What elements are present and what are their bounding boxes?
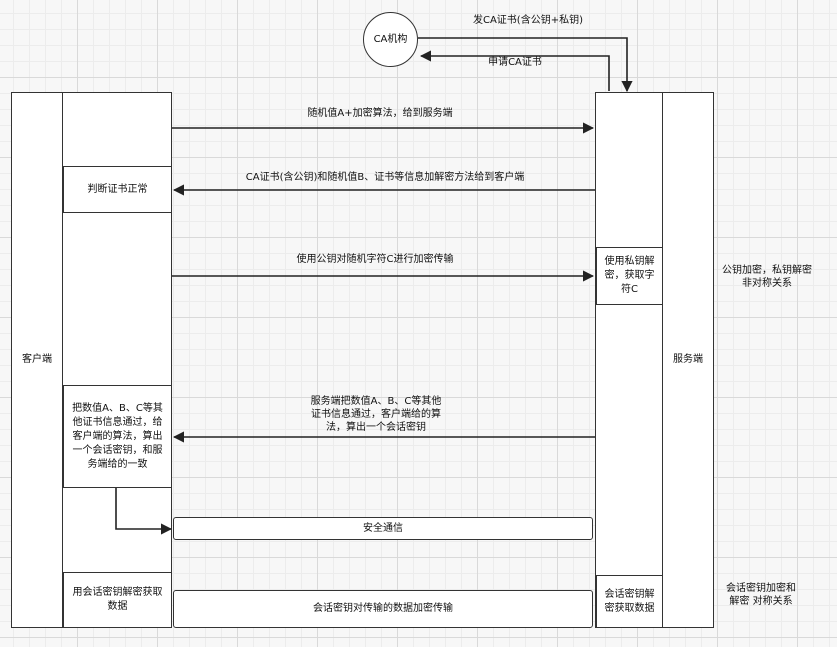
ca-authority-node: CA机构 xyxy=(363,12,418,67)
server-lane xyxy=(662,92,714,628)
client-decrypt-label: 用会话密钥解密获取数据 xyxy=(72,587,163,612)
session-transfer-bar: 会话密钥对传输的数据加密传输 xyxy=(173,590,593,628)
apply-cert-arrow xyxy=(419,50,610,91)
send-c-label: 使用公钥对随机字符C进行加密传输 xyxy=(296,254,454,265)
server-decrypt-private-label: 使用私钥解密，获取字符C xyxy=(604,256,655,295)
session-transfer-label: 会话密钥对传输的数据加密传输 xyxy=(313,603,453,614)
secure-comm-label: 安全通信 xyxy=(363,522,403,534)
send-cert-label: CA证书(含公钥)和随机值B、证书等信息加解密方法给到客户端 xyxy=(245,172,525,183)
to-secure-comm-arrow xyxy=(115,488,173,535)
secure-comm-bar: 安全通信 xyxy=(173,517,593,540)
server-decrypt-session-box: 会话密钥解密获取数据 xyxy=(596,575,663,628)
server-compute-label: 服务端把数值A、B、C等其他证书信息通过，客户端给的算法，算出一个会话密钥 xyxy=(310,396,442,433)
client-compute-key-label: 把数值A、B、C等其他证书信息通过，给客户端的算法，算出一个会话密钥，和服务端给… xyxy=(72,402,163,470)
client-verify-cert-box: 判断证书正常 xyxy=(63,166,172,213)
apply-cert-label: 申请CA证书 xyxy=(488,57,542,68)
client-verify-cert-label: 判断证书正常 xyxy=(87,183,148,195)
client-lane xyxy=(11,92,63,628)
issue-cert-label: 发CA证书(含公钥+私钥) xyxy=(472,15,583,26)
client-decrypt-box: 用会话密钥解密获取数据 xyxy=(63,572,172,628)
client-lane-title: 客户端 xyxy=(22,354,52,365)
issue-cert-arrow xyxy=(418,37,633,93)
ca-authority-label: CA机构 xyxy=(373,33,408,45)
asymmetric-note: 公钥加密，私钥解密 非对称关系 xyxy=(722,265,812,289)
client-compute-key-box: 把数值A、B、C等其他证书信息通过，给客户端的算法，算出一个会话密钥，和服务端给… xyxy=(63,385,172,488)
server-lane-title: 服务端 xyxy=(673,354,703,365)
server-decrypt-private-box: 使用私钥解密，获取字符C xyxy=(596,247,663,305)
server-decrypt-session-label: 会话密钥解密获取数据 xyxy=(604,588,655,614)
symmetric-note: 会话密钥加密和解密 对称关系 xyxy=(726,583,796,607)
send-random-a-label: 随机值A+加密算法，给到服务端 xyxy=(307,108,453,119)
